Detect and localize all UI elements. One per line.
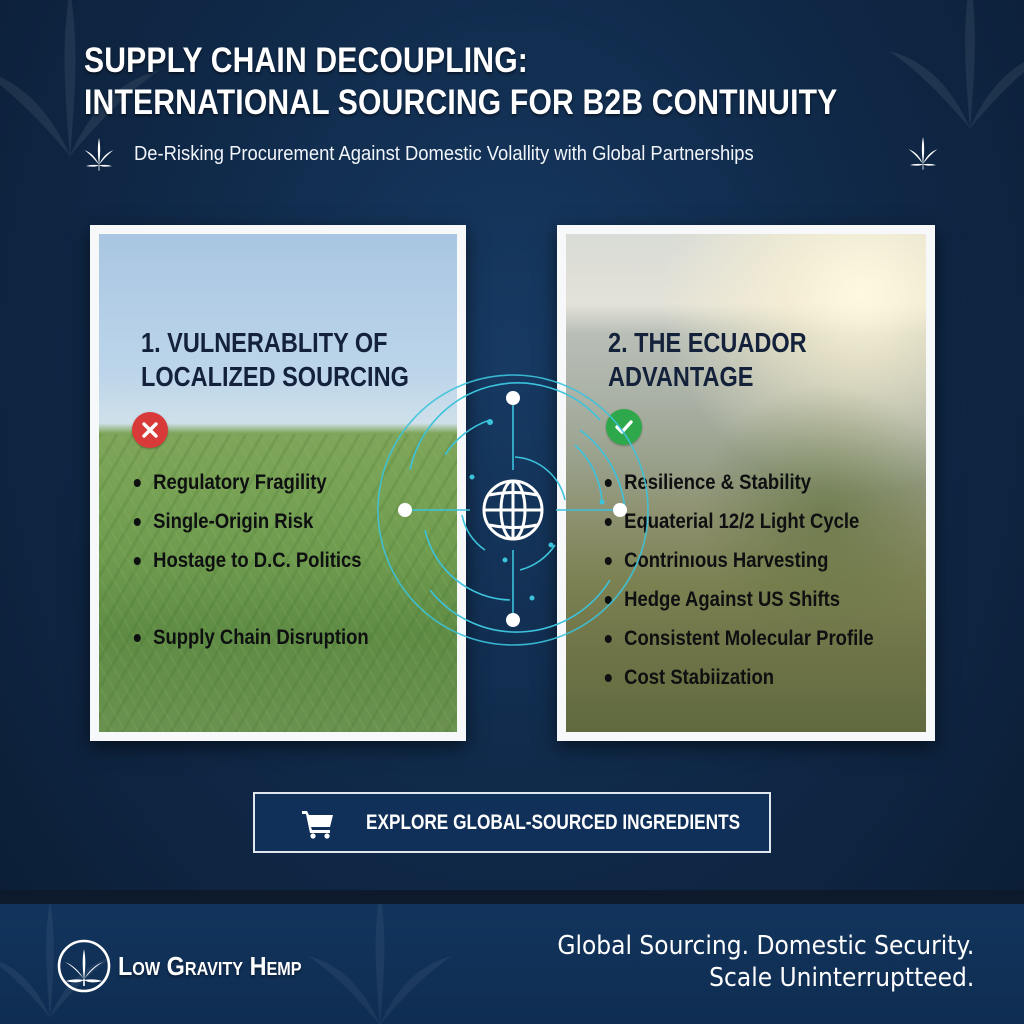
- list-item: Regulatory Fragility: [132, 463, 369, 502]
- panel-localized-sourcing: 1. VULNERABLITY OF LOCALIZED SOURCING Re…: [90, 225, 466, 741]
- check-circle-icon: [606, 409, 642, 445]
- list-item: Resilience & Stability: [603, 463, 874, 502]
- page-title: SUPPLY CHAIN DECOUPLING: INTERNATIONAL S…: [84, 40, 858, 124]
- list-item: Single-Origin Risk: [132, 502, 369, 541]
- explore-ingredients-button[interactable]: EXPLORE GLOBAL-SOURCED INGREDIENTS: [253, 792, 771, 853]
- hemp-leaf-background-icon: [308, 904, 452, 1024]
- list-item: Equaterial 12/2 Light Cycle: [603, 502, 874, 541]
- list-item: Contrinıous Harvesting: [603, 541, 874, 580]
- hemp-leaf-icon: [908, 137, 938, 170]
- x-circle-icon: [132, 412, 168, 448]
- hemp-leaf-icon: [84, 138, 114, 171]
- panel-ecuador-advantage: 2. THE ECUADOR ADVANTAGE Resilience & St…: [557, 225, 935, 741]
- title-line-1: SUPPLY CHAIN DECOUPLING:: [84, 41, 528, 80]
- subtitle-row: De-Risking Procurement Against Domestic …: [80, 132, 950, 176]
- brand-logo-link[interactable]: Low Gravity Hemp: [56, 938, 322, 994]
- globe-icon: [482, 479, 544, 541]
- panel-title-line-1: 2. THE ECUADOR: [608, 327, 807, 358]
- brand-name: Low Gravity Hemp: [118, 950, 302, 981]
- footer-divider: [0, 890, 1024, 904]
- cta-label: EXPLORE GLOBAL-SOURCED INGREDIENTS: [366, 811, 741, 834]
- list-item: Consistent Molecular Profile: [603, 619, 874, 658]
- global-network-graphic: [377, 374, 649, 646]
- hemp-leaf-background-icon: [0, 0, 160, 160]
- shopping-cart-icon: [302, 811, 333, 839]
- hemp-leaf-background-icon: [889, 0, 1024, 132]
- tagline-line-1: Global Sourcing. Domestic Security.: [556, 931, 974, 961]
- vulnerability-list: Regulatory Fragility Single-Origin Risk …: [132, 463, 401, 657]
- list-item: Cost Stabiization: [603, 658, 874, 697]
- list-item: Hedge Against US Shifts: [603, 580, 874, 619]
- list-item: Supply Chain Disruption: [132, 618, 369, 657]
- panel-title: 1. VULNERABLITY OF LOCALIZED SOURCING: [141, 326, 409, 394]
- tagline: Global Sourcing. Domestic Security. Scal…: [557, 930, 974, 994]
- subtitle: De-Risking Procurement Against Domestic …: [134, 142, 754, 165]
- panel-title-line-2: LOCALIZED SOURCING: [141, 361, 409, 392]
- landscape-photo: 2. THE ECUADOR ADVANTAGE: [566, 234, 926, 732]
- advantage-list: Resilience & Stability Equaterial 12/2 L…: [603, 463, 911, 697]
- hemp-logo-icon: [57, 939, 111, 993]
- list-item: Hostage to D.C. Politics: [132, 541, 369, 580]
- panel-title-line-1: 1. VULNERABLITY OF: [141, 327, 388, 358]
- field-photo: 1. VULNERABLITY OF LOCALIZED SOURCING: [99, 234, 457, 732]
- hemp-leaf-background-icon: [0, 904, 113, 1020]
- title-line-2: INTERNATIONAL SOURCING FOR B2B CONTINUIT…: [84, 83, 838, 122]
- footer: Low Gravity Hemp Global Sourcing. Domest…: [0, 904, 1024, 1024]
- tagline-line-2: Scale Uninterruptteed.: [708, 963, 974, 993]
